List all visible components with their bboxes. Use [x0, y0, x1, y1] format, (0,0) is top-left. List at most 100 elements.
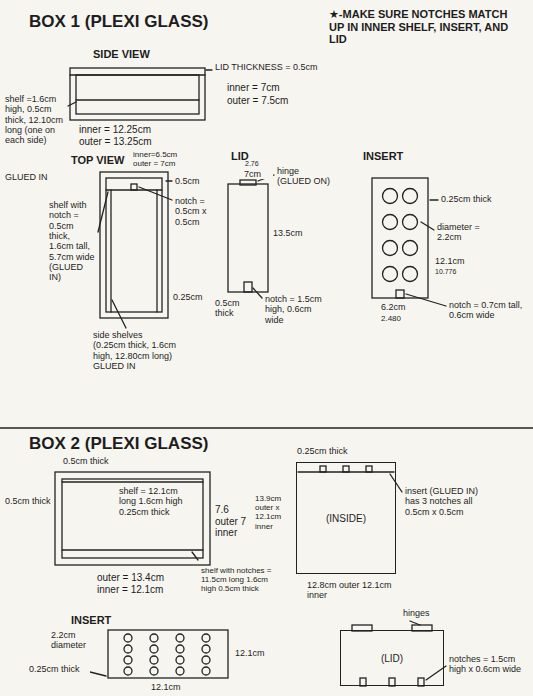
section-heading: BOX 1 (PLEXI GLASS)	[28, 12, 248, 32]
shelf-line	[76, 99, 199, 100]
insert-outline	[372, 178, 428, 298]
leader-line	[90, 672, 106, 676]
divider-line	[0, 427, 533, 428]
box-outline	[70, 68, 205, 120]
dimension-label: 0.5cm thick	[214, 298, 254, 319]
dimension-label: ★-MAKE SURE NOTCHES MATCH UP IN INNER SH…	[328, 8, 524, 46]
leader-line	[410, 621, 420, 625]
shelf-line	[62, 481, 203, 482]
dimension-label: 6.2cm	[380, 302, 420, 312]
insert-hole	[202, 634, 210, 642]
inner-outline	[76, 75, 199, 114]
dimension-label: inner = 12.25cm	[78, 124, 188, 136]
insert-hole	[383, 241, 398, 256]
insert-hole	[150, 645, 158, 653]
insert-outline	[108, 630, 228, 678]
dimension-label: inner = 12.1cm	[96, 584, 206, 596]
insert-hole	[383, 215, 398, 230]
notch	[418, 678, 424, 686]
lid-box: (LID)	[340, 630, 444, 686]
insert-hole	[150, 656, 158, 664]
dimension-label: inner = 7cm	[226, 82, 316, 94]
insert-hole	[176, 667, 184, 675]
dimension-label: hinges	[402, 608, 446, 618]
insert-hole	[403, 215, 418, 230]
dimension-label: outer = 7cm	[132, 159, 192, 168]
insert-hole	[202, 656, 210, 664]
dimension-label: 12.1cm	[150, 682, 194, 692]
dimension-label: outer = 13.4cm	[96, 572, 206, 584]
dimension-label: hinge (GLUED ON)	[276, 166, 332, 187]
insert-hole	[176, 634, 184, 642]
leader-line	[426, 666, 446, 680]
insert-hole	[150, 634, 158, 642]
dimension-label: 0.5cm thick	[4, 496, 52, 506]
dimension-label: 2.76	[244, 160, 274, 168]
dimension-label: shelf with notches = 11.5cm long 1.6cm h…	[200, 566, 284, 594]
notch	[366, 466, 372, 472]
top-view-box: (INSIDE)	[296, 462, 396, 574]
shelf-line	[62, 549, 203, 550]
notch	[131, 184, 137, 190]
hinge	[240, 180, 256, 185]
dimension-label: 0.25cm	[172, 292, 212, 302]
dimension-label: 13.5cm	[272, 228, 312, 238]
dimension-label: shelf = 12.1cm long 1.6cm high 0.25cm th…	[118, 486, 194, 517]
leader-line	[98, 192, 108, 232]
leader-line	[253, 288, 262, 298]
dimension-label: GLUED IN	[4, 172, 54, 182]
notch	[396, 290, 404, 298]
insert-hole	[124, 634, 132, 642]
leader-line	[430, 199, 438, 200]
dimension-label: 0.5cm	[174, 176, 214, 186]
notch	[389, 678, 395, 686]
dimension-label: outer = 7.5cm	[226, 95, 316, 107]
insert-hole	[124, 645, 132, 653]
dimension-label: 2.2cm diameter	[50, 630, 106, 651]
dimension-label: notches = 1.5cm high x 0.6cm wide	[448, 654, 528, 675]
insert-hole	[202, 645, 210, 653]
dimension-label: shelf with notch = 0.5cm thick, 1.6cm ta…	[48, 200, 96, 283]
dimension-label: inner=6.5cm	[132, 150, 192, 159]
view-label: (INSIDE)	[324, 513, 368, 524]
dimension-label: insert (GLUED IN) has 3 notches all 0.5c…	[404, 486, 490, 517]
inner-outline	[62, 479, 203, 558]
insert-hole	[383, 267, 398, 282]
dimension-label: LID THICKNESS = 0.5cm	[214, 62, 329, 72]
dimension-label: 0.25cm thick	[28, 664, 90, 674]
dimension-label: notch = 0.7cm tall, 0.6cm wide	[448, 300, 524, 321]
dimension-label: shelf =1.6cm high, 0.5cm thick, 12.10cm …	[4, 94, 66, 146]
box-outline	[55, 472, 210, 565]
dimension-label: 2.480	[380, 314, 420, 323]
insert-hole	[124, 656, 132, 664]
notch	[244, 282, 252, 292]
insert-hole	[403, 241, 418, 256]
dimension-label: notch = 0.5cm x 0.5cm	[174, 196, 226, 227]
notch	[360, 678, 366, 686]
inner-outline	[106, 178, 162, 312]
dimension-label: 0.25cm thick	[440, 194, 520, 204]
dimension-label: diameter = 2.2cm	[436, 222, 500, 243]
view-label: (LID)	[379, 653, 405, 664]
insert-hole	[176, 656, 184, 664]
dimension-label: SIDE VIEW	[92, 48, 172, 61]
dimension-label: outer = 13.25cm	[78, 136, 188, 148]
leader-line	[166, 180, 172, 181]
lid-outline	[228, 184, 268, 292]
dimension-label: 12.1cm	[434, 256, 478, 266]
leader-line	[421, 222, 434, 230]
notch	[320, 466, 326, 472]
leader-line	[68, 102, 76, 106]
dimension-label: 12.1cm	[234, 648, 274, 658]
insert-hole	[403, 189, 418, 204]
dimension-label: INSERT	[70, 614, 130, 627]
notch	[343, 466, 349, 472]
section-heading: BOX 2 (PLEXI GLASS)	[28, 434, 248, 454]
insert-hole	[150, 667, 158, 675]
dimension-label: 12.8cm outer 12.1cm inner	[306, 580, 396, 601]
dimension-label: 7.6 outer 7 inner	[214, 504, 252, 539]
dimension-label: notch = 1.5cm high, 0.6cm wide	[264, 294, 328, 325]
leader-line	[139, 187, 172, 200]
dimension-label: 0.25cm thick	[296, 446, 376, 456]
dimension-label: 13.9cm outer x 12.1cm inner	[254, 494, 292, 531]
